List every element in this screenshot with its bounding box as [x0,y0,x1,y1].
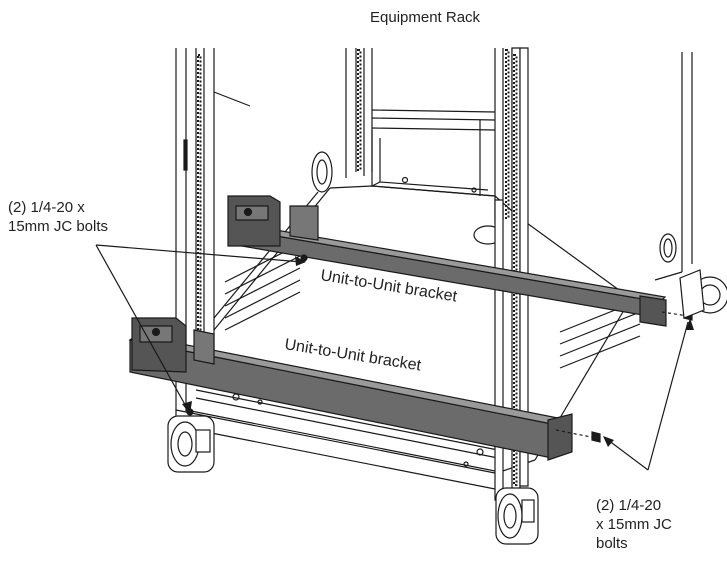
left-bolt-callout-line-2: 15mm JC bolts [8,218,109,235]
rear-post-holes [357,49,510,219]
diagram-title: Equipment Rack [370,9,481,26]
right-bolt-callout-line-2: x 15mm JC [596,516,672,533]
right-side-panel [519,52,693,299]
lower-bracket [128,317,573,461]
upper-bracket [227,195,667,327]
arrow-heads [182,256,694,447]
left-vent-slots [224,243,301,331]
rear-frame [345,48,521,225]
right-bolt-callout-line-1: (2) 1/4-20 [596,497,662,514]
right-bolt-callout: (2) 1/4-20 x 15mm JC bolts [596,496,672,553]
leader-lines [95,244,689,471]
left-bolt-callout: (2) 1/4-20 x 15mm JC bolts [8,198,108,236]
left-bolt-callout-line-1: (2) 1/4-20 x [8,199,85,216]
casters [167,151,727,545]
right-bolt-callout-line-3: bolts [596,535,628,552]
front-right-holes [513,54,518,486]
